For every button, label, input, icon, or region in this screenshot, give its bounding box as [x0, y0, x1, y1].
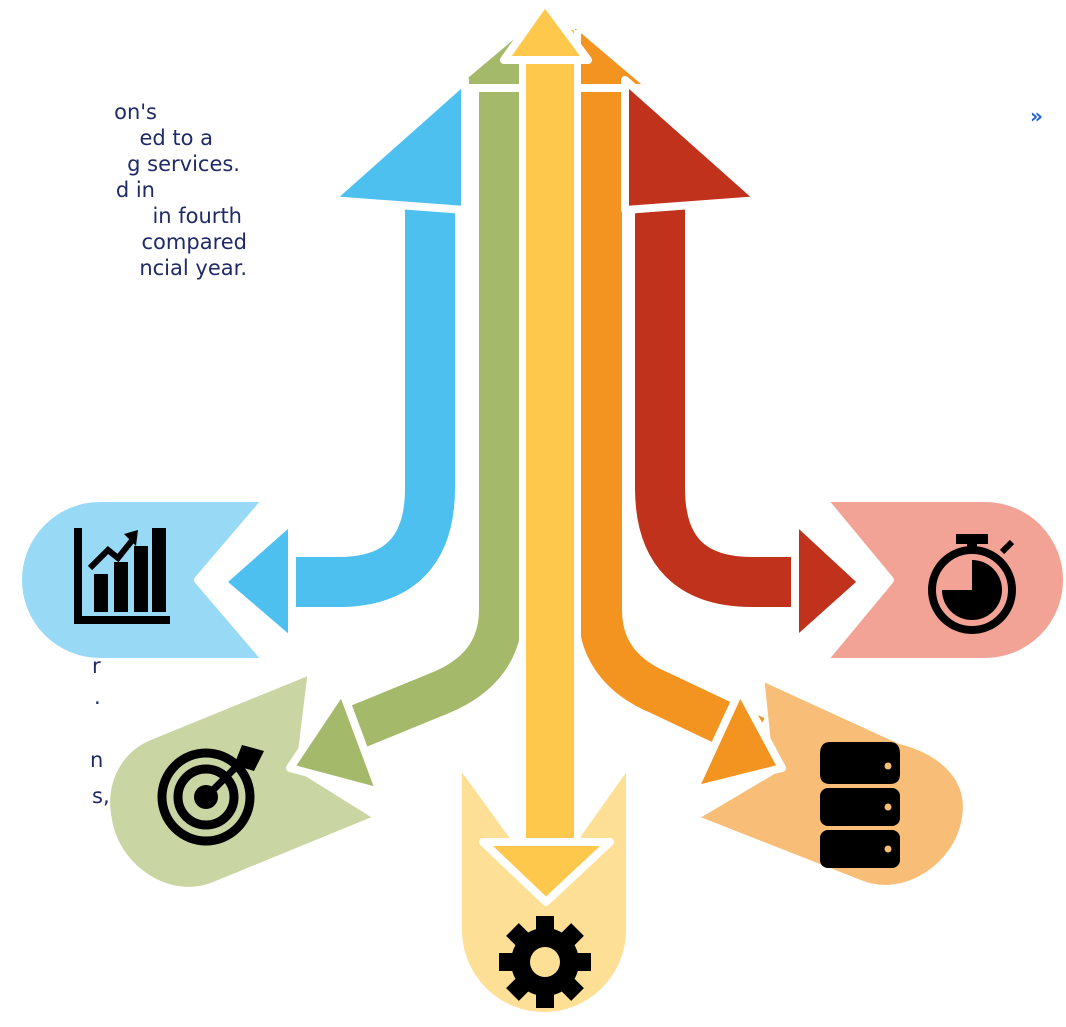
intro-text-line: g services.	[127, 152, 240, 176]
green-arrow	[286, 18, 558, 796]
red-arrow	[621, 76, 866, 646]
lower-text-line: .	[94, 685, 101, 709]
lower-text-line: s,	[92, 784, 110, 808]
intro-text-line: ncial year.	[139, 256, 247, 280]
gear-icon	[499, 916, 591, 1008]
blue-arrow	[218, 76, 469, 646]
intro-text-line: compared	[141, 230, 247, 254]
stopwatch-icon	[928, 534, 1016, 634]
intro-text-line: in fourth	[152, 204, 242, 228]
lower-text-line: n	[90, 748, 104, 772]
intro-text-line: ed to a	[139, 126, 213, 150]
intro-text-line: on's	[114, 100, 157, 124]
orange-arrow	[542, 18, 786, 794]
target-arrow-icon	[157, 745, 264, 846]
chevron-right-icon[interactable]: »	[1030, 104, 1043, 128]
yellow-arrow	[479, 0, 614, 906]
bar-chart-growth-icon	[74, 528, 170, 624]
lower-text-line: r	[92, 654, 101, 678]
database-icon	[820, 742, 900, 868]
red-destination-blob	[818, 494, 1066, 666]
intro-text-line: d in	[115, 178, 155, 202]
